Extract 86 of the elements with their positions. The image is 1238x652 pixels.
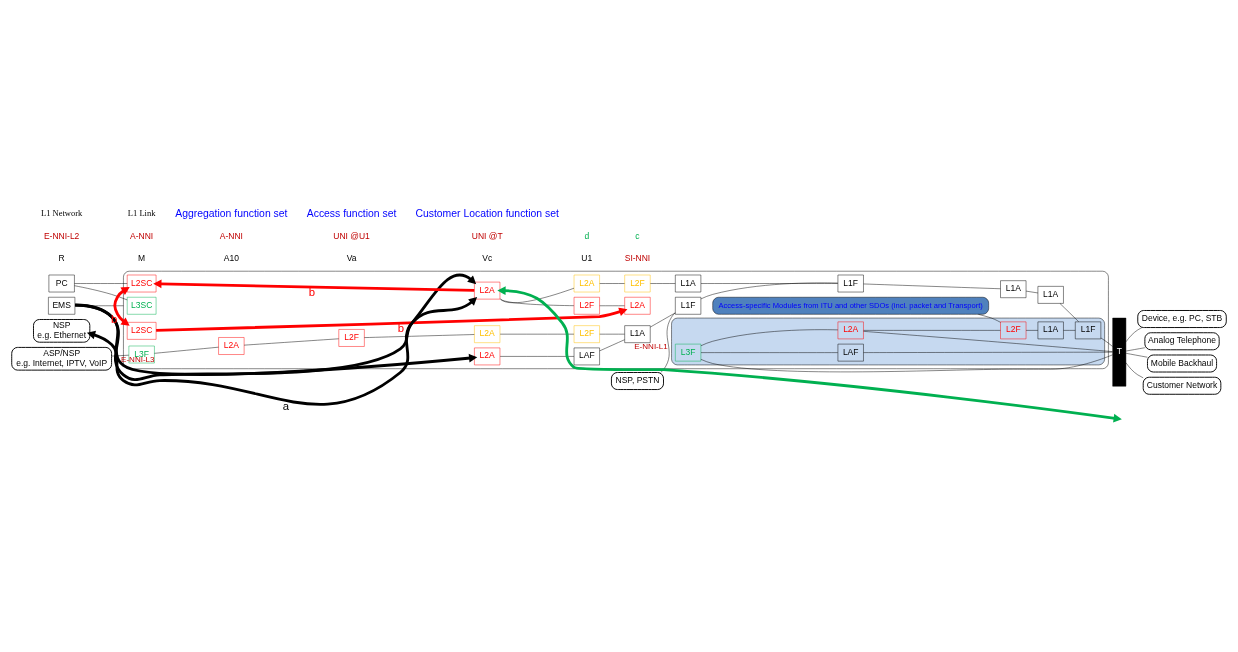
node-box: L2F <box>573 325 600 343</box>
node-box: ASP/NSP e.g. Internet, IPTV, VoIP <box>11 346 113 371</box>
connector <box>863 331 1113 352</box>
node-box: L2SC <box>126 274 157 293</box>
node-box: L2F <box>338 329 365 347</box>
label: E-NNI-L2 <box>43 230 80 241</box>
node-box: L1A <box>624 325 651 343</box>
label: A-NNI <box>130 230 154 241</box>
edge-label: a <box>282 400 289 413</box>
node-box: L1A <box>1037 321 1064 340</box>
connector <box>364 334 475 338</box>
node-box: L2F <box>624 274 651 293</box>
arrow <box>75 273 477 382</box>
connector <box>1125 327 1143 343</box>
node-box: Device, e.g. PC, STB <box>1137 310 1227 328</box>
node-box: NSP e.g. Ethernet <box>33 319 91 343</box>
arrow <box>497 286 1122 423</box>
connector <box>74 285 128 301</box>
node-box: Analog Telephone <box>1144 332 1220 351</box>
node-box: L2A <box>573 274 600 293</box>
node-box: L3SC <box>126 297 157 315</box>
node-box: Access-specific Modules from ITU and other SDOs (incl. packet and Transport) <box>712 297 989 315</box>
connector <box>660 312 676 373</box>
arrow <box>75 303 478 376</box>
node-box: L1F <box>837 274 864 293</box>
label: U1 <box>581 252 593 263</box>
label: Customer Location function set <box>415 208 559 220</box>
label: R <box>58 252 65 263</box>
node-box: L1F <box>675 297 702 315</box>
connector <box>74 283 128 284</box>
label: Access function set <box>306 208 397 220</box>
edge-label: E-NNI-L1 <box>634 342 668 352</box>
connector <box>500 298 575 306</box>
label: A-NNI <box>219 230 243 241</box>
connector <box>978 314 1001 323</box>
node-box: LAF <box>837 343 864 362</box>
label: L1 Network <box>41 208 83 219</box>
node-box: L2A <box>474 347 501 366</box>
arrow <box>153 279 475 292</box>
node-box: L1A <box>675 274 702 293</box>
node-box: L2F <box>573 297 600 315</box>
label: c <box>635 230 640 241</box>
label: Aggregation function set <box>175 208 288 220</box>
arrow <box>156 307 628 332</box>
connector <box>863 351 1113 353</box>
connector <box>1100 337 1113 347</box>
arrow <box>113 286 130 326</box>
node-box: L1F <box>1075 321 1102 340</box>
node-box: L2SC <box>126 322 157 340</box>
node-box: L2A <box>474 325 501 343</box>
arrow <box>86 297 478 406</box>
edge-label: b <box>308 286 316 299</box>
node-box: EMS <box>48 297 76 315</box>
connector <box>111 354 129 357</box>
node-box: L2A <box>837 321 864 340</box>
edge-label: b <box>397 322 405 335</box>
connector <box>1125 347 1146 352</box>
connector <box>650 312 676 328</box>
label: A10 <box>223 252 239 263</box>
label: M <box>138 252 146 263</box>
connector <box>700 282 839 300</box>
node-box: L2A <box>474 281 501 300</box>
node-box: Mobile Backhaul <box>1147 354 1218 373</box>
label: Vc <box>482 252 493 263</box>
connector <box>700 354 1113 373</box>
node-box: L1A <box>1000 280 1027 298</box>
node-box: NSP, PSTN <box>610 372 664 390</box>
node-box: T <box>1112 317 1127 387</box>
node-box: PC <box>48 274 75 293</box>
connector <box>1125 353 1148 358</box>
node-box: LAF <box>573 347 600 366</box>
node-box: L2F <box>1000 321 1027 340</box>
node-box: L3F <box>675 343 702 362</box>
connector <box>700 283 838 284</box>
label: d <box>584 230 590 241</box>
label: UNI @U1 <box>333 230 370 241</box>
label: SI-NNI <box>624 252 651 263</box>
node-box: L1A <box>1037 286 1064 304</box>
node-box: L2A <box>624 297 651 315</box>
label: Va <box>346 252 357 263</box>
node-box: L2A <box>218 337 245 355</box>
node-box: Customer Network <box>1142 376 1222 395</box>
label: UNI @T <box>471 230 503 241</box>
connector <box>500 287 575 304</box>
label: L1 Link <box>127 208 156 219</box>
connector <box>1125 362 1144 379</box>
